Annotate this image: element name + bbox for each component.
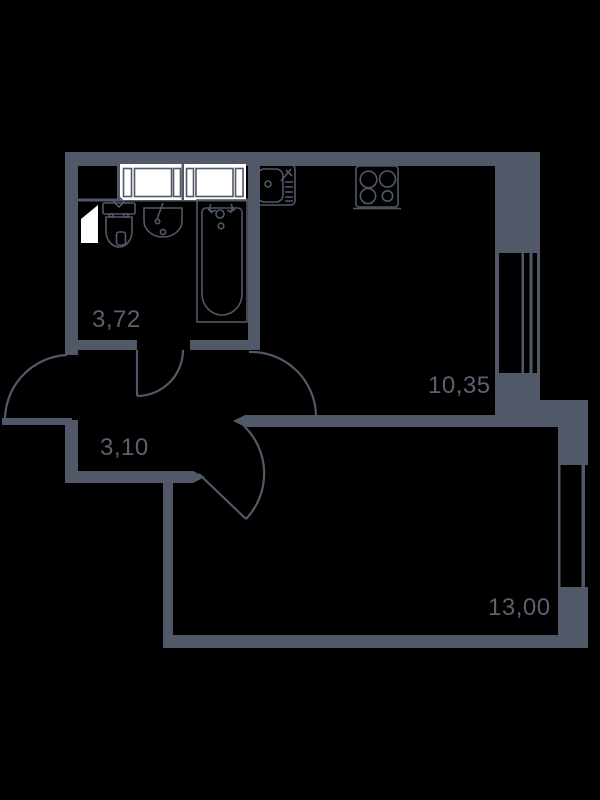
entrance-door-leaf [2, 418, 72, 425]
bathtub-outer [196, 199, 248, 323]
kitchen-window [495, 253, 540, 373]
kitchen-window-sill-line [495, 253, 499, 373]
kitchen-sink-icon [253, 164, 296, 206]
wardrobe-door-icon [172, 167, 182, 198]
living-window-sill-line [558, 465, 561, 587]
stove-icon [353, 165, 401, 210]
living-door-arc [243, 425, 266, 520]
toilet-icon [102, 195, 136, 248]
wall-living-top [245, 415, 588, 427]
kitchen-window-frame-line [521, 253, 524, 373]
wardrobe-door-icon [122, 167, 133, 198]
wall-living-right-lower [558, 587, 588, 648]
washbasin-icon [143, 202, 183, 238]
walls [65, 152, 588, 648]
wall-living-left [163, 471, 173, 648]
wall-bottom [163, 635, 588, 648]
living-door-leaf [198, 473, 247, 520]
bathtub-faucet [215, 209, 225, 219]
wall-bath-bottom-left [65, 340, 137, 350]
wardrobe-door-icon [195, 167, 234, 198]
washbasin-faucet [156, 202, 164, 220]
bathtub-inner [201, 207, 243, 316]
toilet-bowl [105, 216, 133, 248]
kitchen-area-label: 10,35 [428, 372, 491, 399]
washbasin-drain [159, 228, 167, 236]
wardrobe-door-icon [185, 167, 195, 198]
sink-drain [264, 180, 272, 188]
wall-top [65, 152, 540, 166]
living-room-window [558, 465, 585, 587]
kitchen-door [248, 350, 318, 416]
wall-living-top-tip [233, 415, 245, 427]
stove-burner [378, 170, 397, 188]
sink-counter [253, 164, 296, 206]
bathtub-handle [226, 203, 236, 214]
sink-faucet [280, 168, 293, 182]
toilet-valve [112, 195, 126, 209]
bathroom-door-arc [136, 349, 185, 398]
bathtub-icon [196, 199, 248, 323]
wardrobe-door-icon [133, 167, 173, 198]
entrance-door-arc [3, 353, 68, 420]
entrance-door [2, 353, 72, 425]
living-window-frame-line [581, 465, 585, 587]
toilet-drain [115, 231, 127, 246]
living-room-area-label: 13,00 [488, 594, 551, 621]
wall-hall-bottom-tip [193, 471, 205, 483]
bathroom-area-label: 3,72 [92, 306, 141, 333]
bathroom-door [135, 349, 185, 398]
wall-wedge-icon [81, 205, 98, 243]
toilet-tank [102, 202, 136, 215]
bathtub-handle [207, 203, 217, 214]
wall-left-upper [65, 152, 78, 355]
washbasin-faucet-head [154, 218, 161, 225]
wall-corner-step [540, 400, 588, 415]
bathtub-drain [217, 222, 225, 230]
wardrobe-door-icon [234, 167, 244, 198]
kitchen-window-outer-line [537, 253, 540, 373]
stove-burner [359, 170, 378, 189]
wall-bath-bottom-right [190, 340, 260, 350]
kitchen-door-arc [248, 350, 318, 416]
wardrobe-divider-line [181, 164, 184, 200]
sink-drainboard [285, 181, 293, 202]
stove-burner [381, 190, 394, 203]
wall-bath-kitchen-divider [248, 166, 260, 350]
kitchen-window-frame-line [529, 253, 533, 373]
shaft-right-line [117, 166, 120, 200]
living-room-door [198, 425, 266, 520]
wardrobe [120, 164, 246, 200]
wall-kitchen-right-lower [495, 373, 540, 415]
wall-left-lower [65, 420, 78, 483]
wall-kitchen-right-upper [495, 152, 540, 253]
stove-burner [359, 187, 377, 205]
washbasin-bowl [143, 207, 183, 238]
wall-hall-bottom [65, 471, 193, 483]
stove-body [355, 165, 399, 208]
hallway-area-label: 3,10 [100, 434, 149, 461]
sink-basin [256, 168, 284, 203]
wall-living-right-upper [558, 415, 588, 465]
